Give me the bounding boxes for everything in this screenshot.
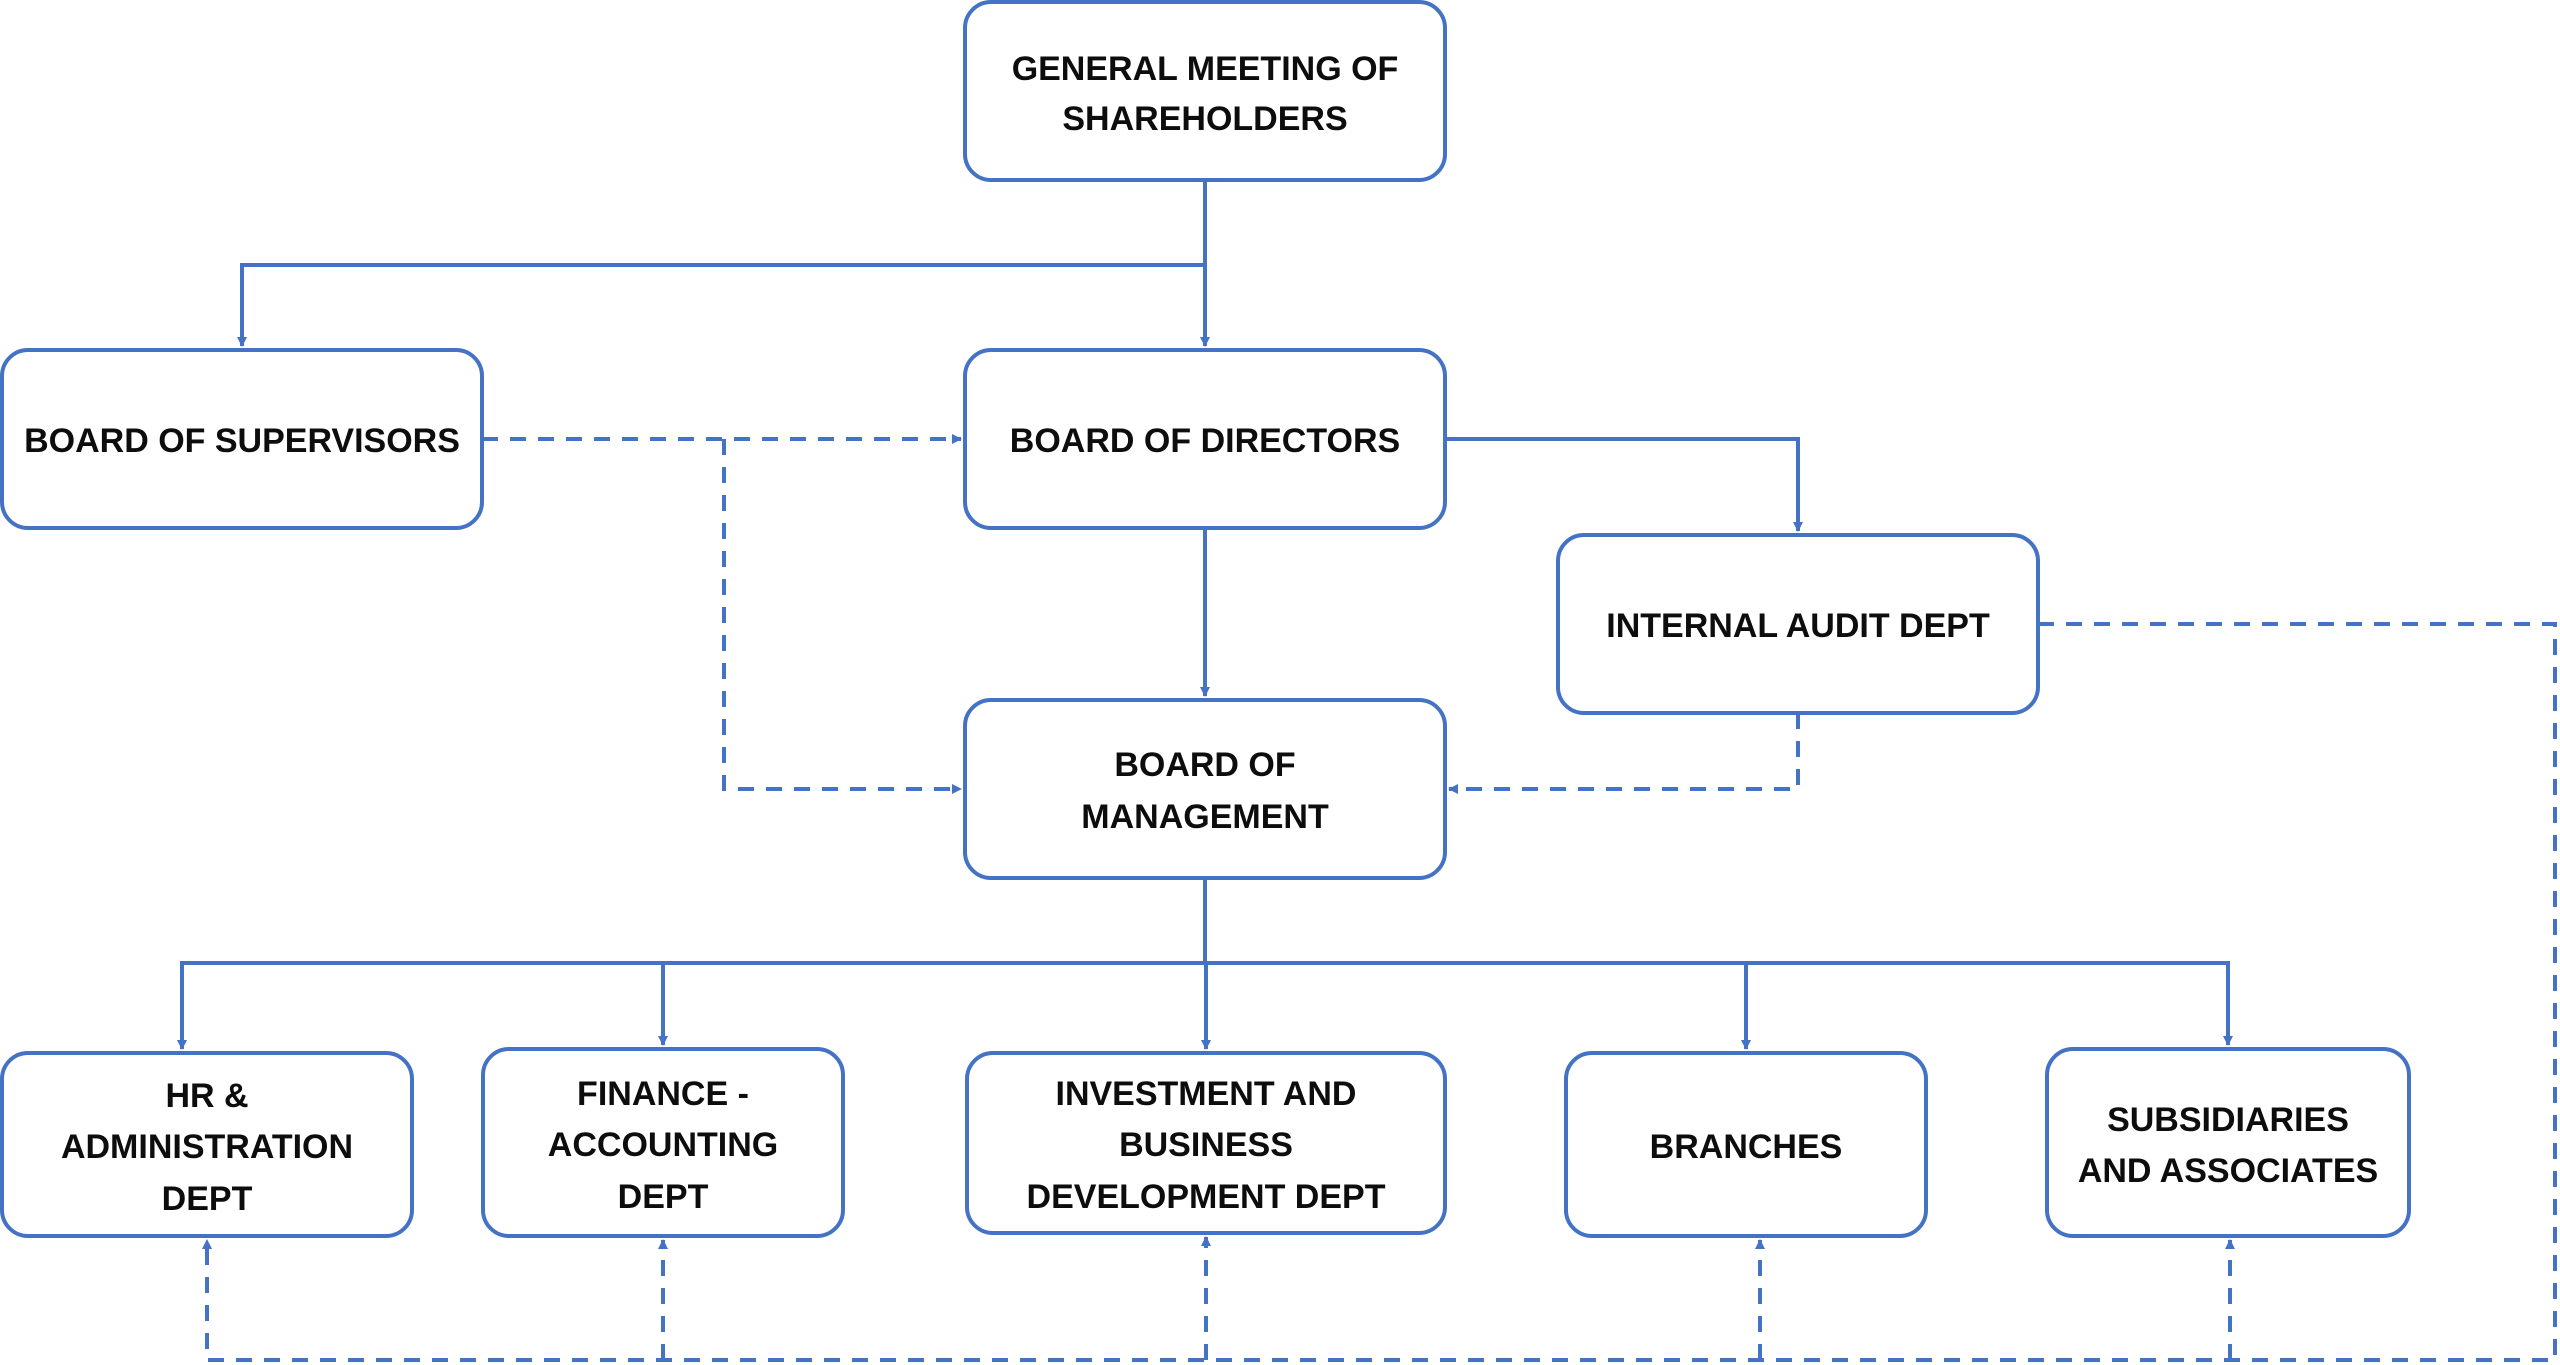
node-box bbox=[481, 1047, 845, 1238]
node-box bbox=[965, 1051, 1447, 1235]
node-branches: BRANCHES bbox=[1564, 1051, 1928, 1238]
node-label-line: DEPT bbox=[162, 1180, 253, 1218]
node-label-line: BRANCHES bbox=[1650, 1128, 1843, 1166]
node-label-line: BUSINESS bbox=[1119, 1126, 1293, 1164]
node-label-line: AND ASSOCIATES bbox=[2078, 1152, 2378, 1190]
connector-directors-to-internal-audit bbox=[1445, 437, 1803, 532]
node-box bbox=[963, 0, 1447, 182]
node-hr-administration-dept: HR & ADMINISTRATION DEPT bbox=[0, 1051, 414, 1238]
nodes-layer: GENERAL MEETING OF SHAREHOLDERS BOARD OF… bbox=[0, 0, 2411, 1238]
node-label-line: GENERAL MEETING OF bbox=[1012, 50, 1399, 88]
connector-gm-to-supervisors bbox=[237, 180, 1207, 347]
node-board-of-directors: BOARD OF DIRECTORS bbox=[963, 348, 1447, 530]
node-label-line: HR & bbox=[165, 1077, 248, 1115]
connector-management-to-subsidiaries bbox=[1205, 961, 2233, 1046]
node-board-of-management: BOARD OF MANAGEMENT bbox=[963, 698, 1447, 880]
connector-management-to-investment bbox=[1201, 961, 1211, 1050]
node-finance-accounting-dept: FINANCE - ACCOUNTING DEPT bbox=[481, 1047, 845, 1238]
node-investment-business-development-dept: INVESTMENT AND BUSINESS DEVELOPMENT DEPT bbox=[965, 1051, 1447, 1235]
node-label-line: INTERNAL AUDIT DEPT bbox=[1606, 607, 1990, 645]
node-box bbox=[0, 1051, 414, 1238]
node-label-line: DEPT bbox=[618, 1178, 709, 1216]
node-label-line: BOARD OF DIRECTORS bbox=[1010, 422, 1400, 460]
node-box bbox=[963, 348, 1447, 530]
dashed-audit-to-depts-trunk bbox=[202, 622, 2557, 1362]
node-label-line: ACCOUNTING bbox=[548, 1126, 778, 1164]
node-box bbox=[1556, 533, 2040, 715]
node-box bbox=[2045, 1047, 2411, 1238]
connectors-layer bbox=[177, 180, 2557, 1362]
node-label-line: DEVELOPMENT DEPT bbox=[1027, 1178, 1386, 1216]
node-box bbox=[0, 348, 484, 530]
node-label-line: SUBSIDIARIES bbox=[2107, 1101, 2349, 1139]
node-subsidiaries-and-associates: SUBSIDIARIES AND ASSOCIATES bbox=[2045, 1047, 2411, 1238]
node-box bbox=[963, 698, 1447, 880]
node-label-line: ADMINISTRATION bbox=[61, 1128, 353, 1166]
node-label-line: INVESTMENT AND bbox=[1056, 1075, 1357, 1113]
node-internal-audit-dept: INTERNAL AUDIT DEPT bbox=[1556, 533, 2040, 715]
connector-management-to-branches bbox=[1205, 961, 1751, 1050]
node-label-line: BOARD OF SUPERVISORS bbox=[24, 422, 460, 460]
node-label-line: FINANCE - bbox=[577, 1075, 749, 1113]
node-board-of-supervisors: BOARD OF SUPERVISORS bbox=[0, 348, 484, 530]
node-general-meeting-of-shareholders: GENERAL MEETING OF SHAREHOLDERS bbox=[963, 0, 1447, 182]
connector-management-to-finance bbox=[658, 961, 1205, 1046]
connector-management-to-hr bbox=[177, 961, 1205, 1050]
node-label-line: SHAREHOLDERS bbox=[1062, 100, 1347, 138]
node-label-line: BOARD OF bbox=[1114, 746, 1295, 784]
dashed-supervisors-to-management bbox=[722, 439, 962, 794]
node-box bbox=[1564, 1051, 1928, 1238]
dashed-audit-to-management bbox=[1448, 713, 1800, 794]
node-label-line: MANAGEMENT bbox=[1081, 798, 1329, 836]
